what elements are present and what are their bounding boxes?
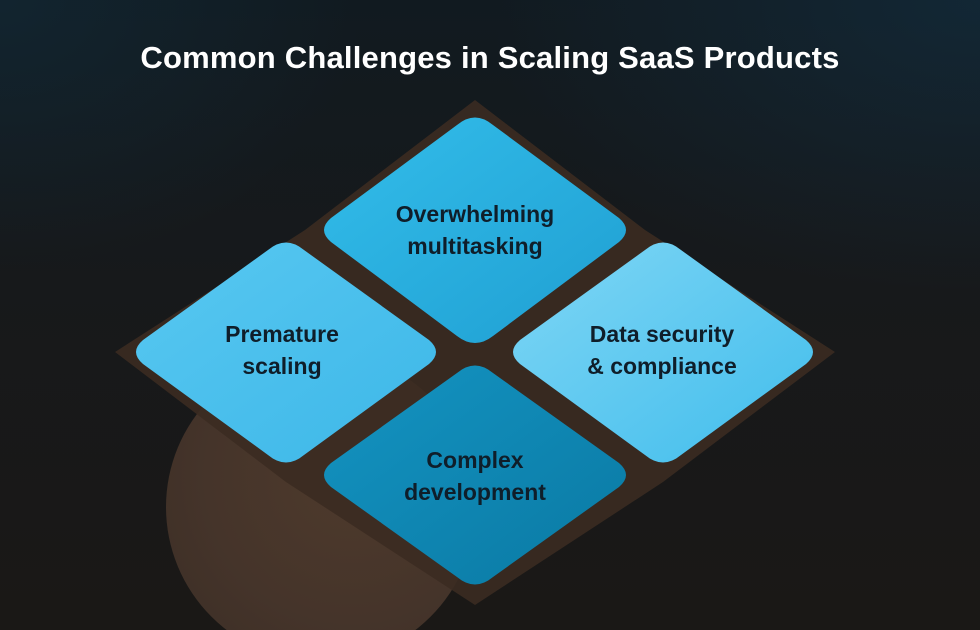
label-complex-development: Complex development xyxy=(365,444,585,508)
label-overwhelming-multitasking: Overwhelming multitasking xyxy=(365,198,585,262)
diamond-top xyxy=(324,117,626,343)
label-line-1: Complex xyxy=(426,447,524,473)
label-line-2: development xyxy=(404,479,546,505)
diamond-left xyxy=(136,242,436,463)
label-line-1: Premature xyxy=(225,321,339,347)
label-data-security-compliance: Data security & compliance xyxy=(552,318,772,382)
label-line-2: scaling xyxy=(242,353,322,379)
label-line-1: Overwhelming xyxy=(395,201,555,227)
page-title: Common Challenges in Scaling SaaS Produc… xyxy=(140,40,840,75)
diamond-gap-backdrop xyxy=(115,100,835,605)
label-line-2: multitasking xyxy=(407,233,543,259)
label-line-1: Data security xyxy=(589,321,735,347)
label-premature-scaling: Premature scaling xyxy=(172,318,392,382)
label-line-2: & compliance xyxy=(587,353,737,379)
diamond-right xyxy=(513,242,813,463)
diamond-bottom xyxy=(324,365,626,585)
